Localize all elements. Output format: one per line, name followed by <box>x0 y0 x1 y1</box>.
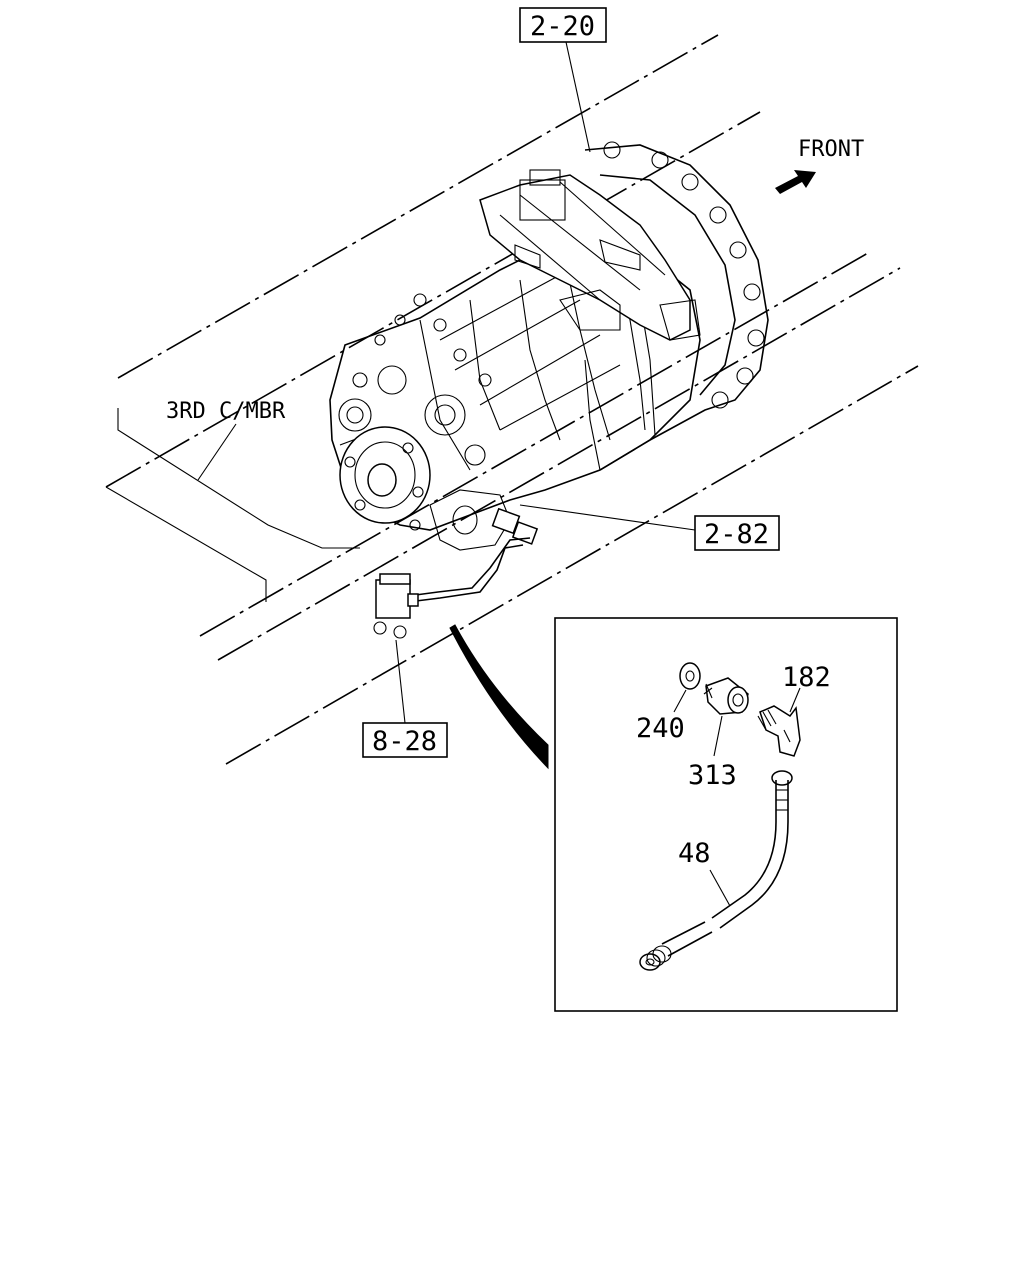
part-number-313: 313 <box>688 760 737 791</box>
connector-part: 313 <box>688 677 749 791</box>
part-number-182: 182 <box>782 662 831 693</box>
hose-end-fitting <box>639 945 672 971</box>
washer-part: 240 <box>636 662 701 744</box>
reference-number: 2-82 <box>704 519 769 550</box>
transmission-assembly <box>329 141 769 551</box>
reference-callout-top: 2-20 <box>519 7 607 153</box>
pressure-switch-assembly <box>373 507 549 770</box>
reference-callout-left: 8-28 <box>362 639 448 758</box>
front-direction-indicator: FRONT <box>775 137 864 194</box>
reference-callout-right: 2-82 <box>519 504 780 551</box>
part-number-48: 48 <box>678 838 711 869</box>
frame-rails <box>105 34 919 765</box>
reference-number: 8-28 <box>372 726 437 757</box>
part-number-240: 240 <box>636 713 685 744</box>
front-label: FRONT <box>798 137 864 162</box>
frame-member-label: 3RD C/MBR <box>166 399 286 424</box>
elbow-fitting-part: 182 <box>757 662 831 757</box>
detail-inset: 240 313 182 <box>554 617 898 1012</box>
frame-member-callout: 3RD C/MBR <box>166 399 286 481</box>
hose-part: 48 <box>639 770 793 971</box>
output-flange <box>339 426 431 524</box>
reference-number: 2-20 <box>530 11 595 42</box>
front-arrow-icon <box>775 170 816 194</box>
